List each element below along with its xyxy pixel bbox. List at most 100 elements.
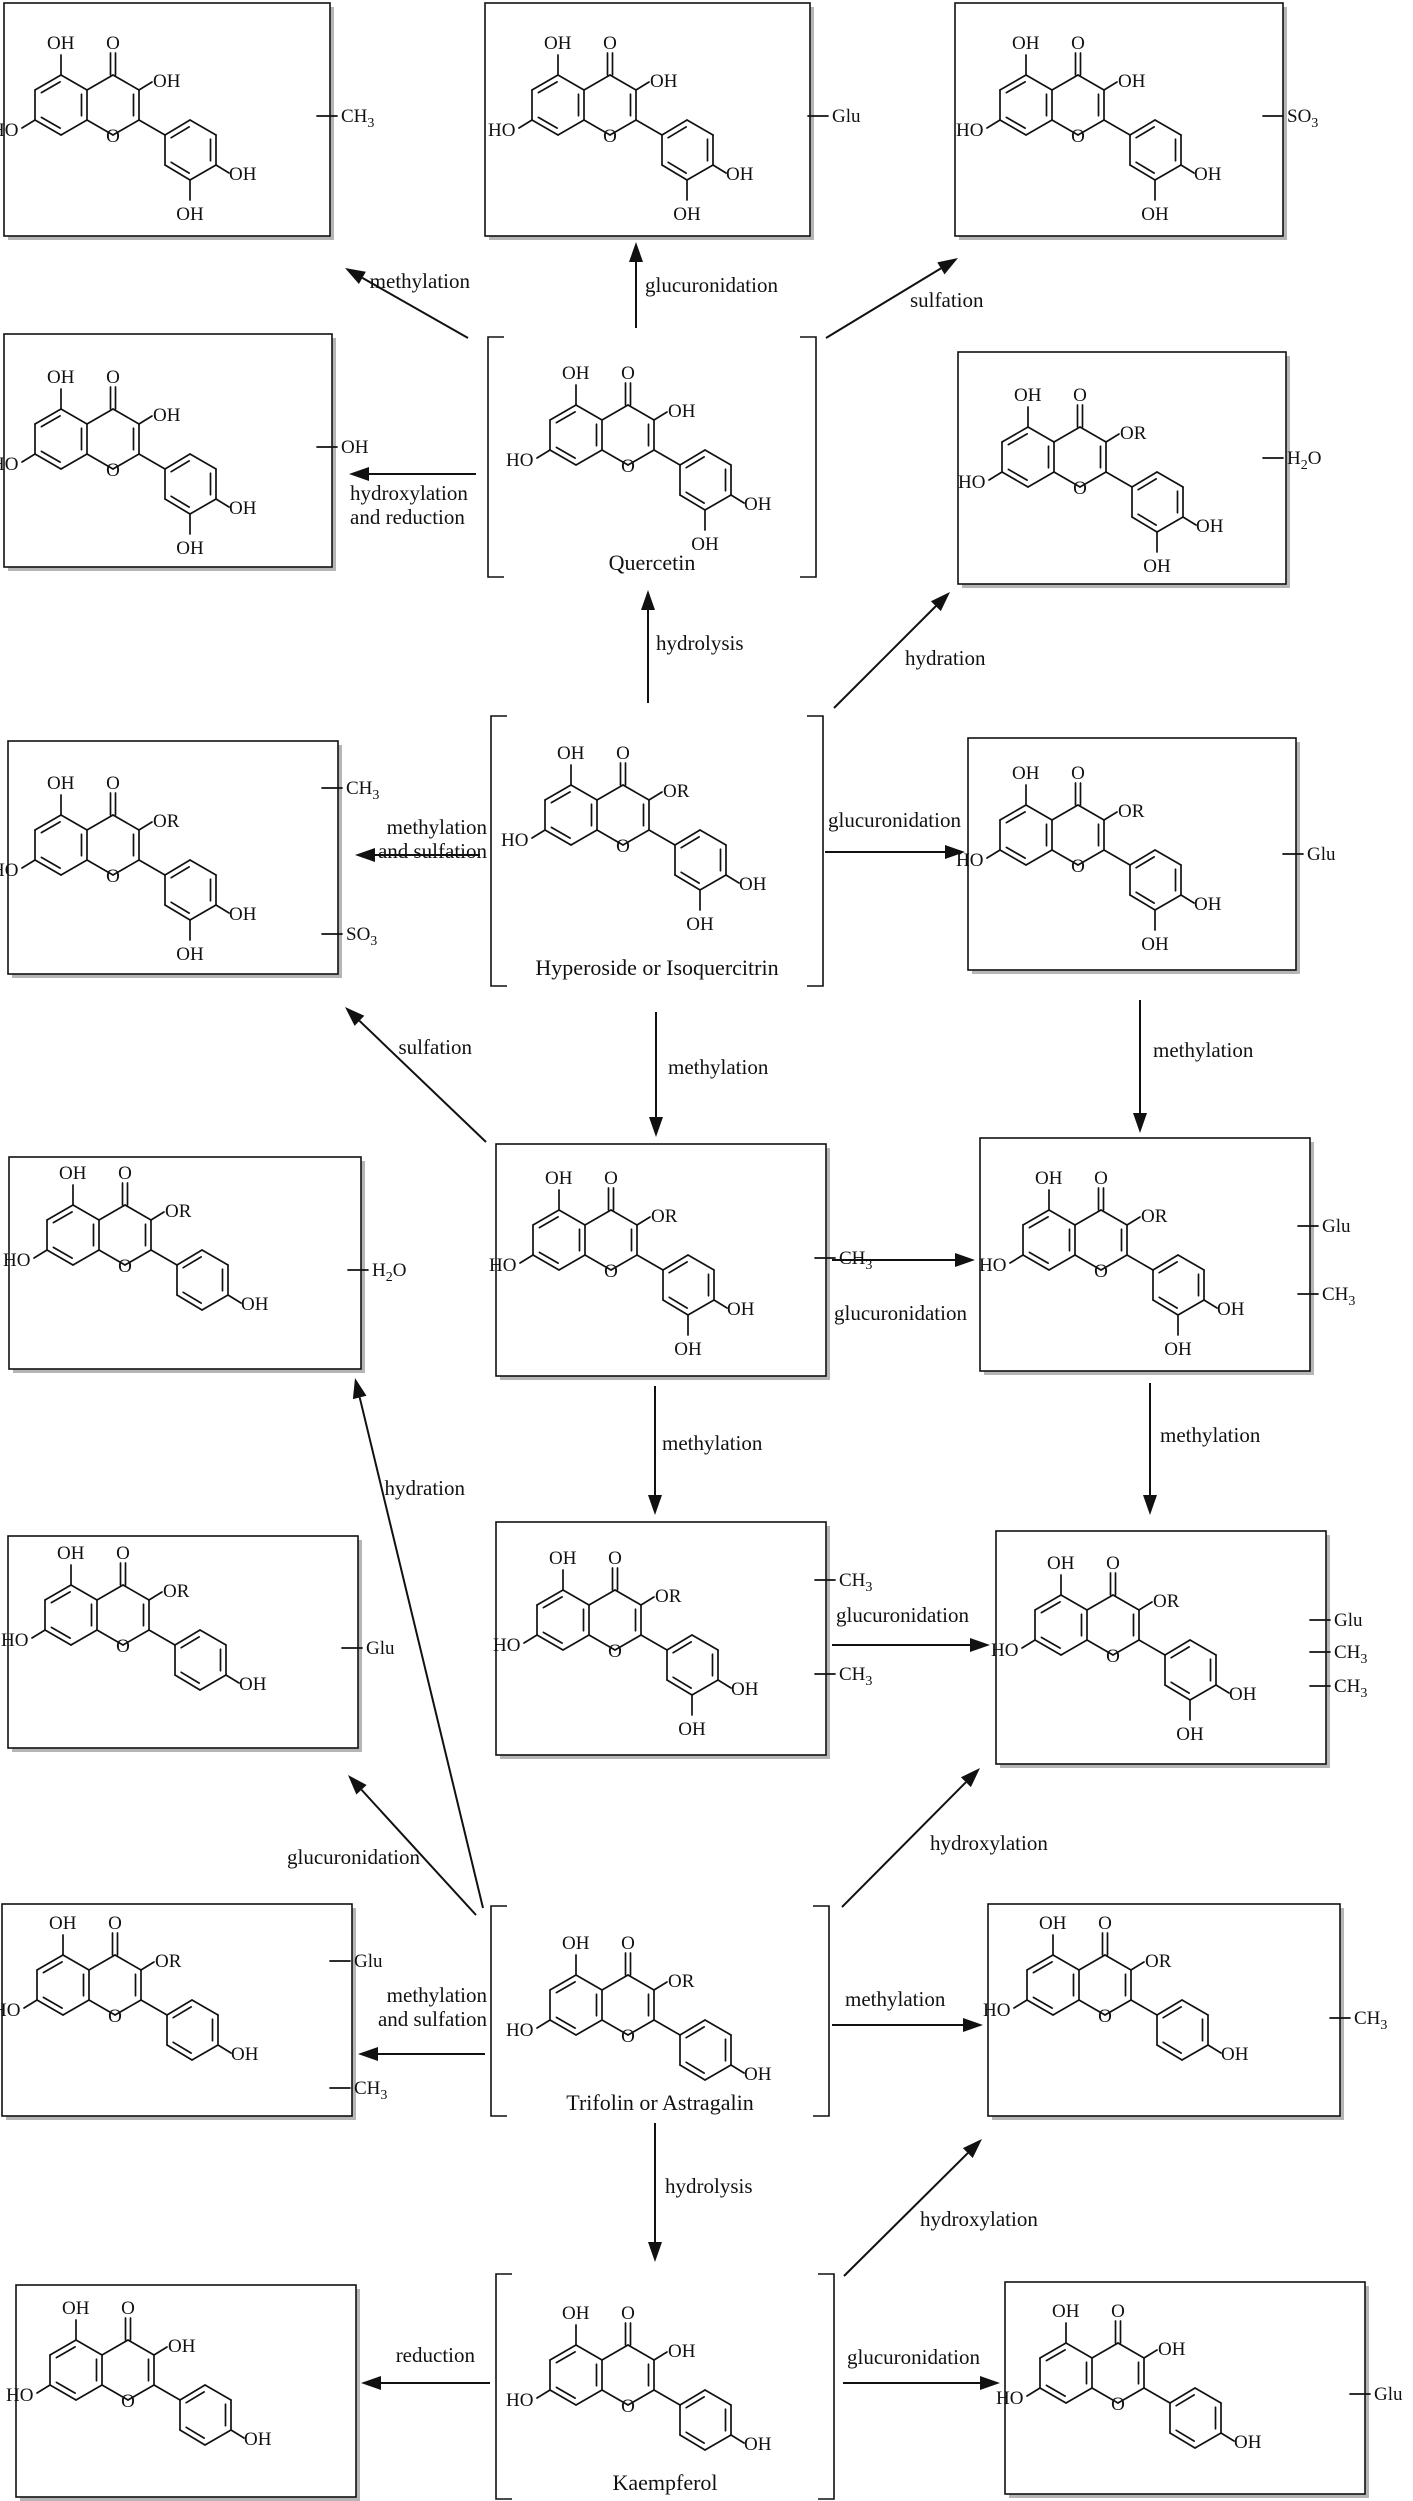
carbonyl-oxygen-label: O [1071,763,1085,784]
carbonyl-oxygen-label: O [1111,2301,1125,2322]
bond [1154,164,1182,181]
bond [112,453,140,470]
bond [1105,433,1120,443]
ring-oxygen-label: O [118,1256,132,1277]
bond [549,2019,577,2036]
arrow-shaft [358,1397,484,1909]
conjugate-group-label: CH3 [839,1664,872,1689]
hydroxy-5-label: OH [1052,2301,1080,2322]
bond [1025,74,1053,91]
double-bond [538,1216,559,1229]
bond [148,1591,163,1601]
bond [1130,1961,1145,1971]
hydroxy-5-label: OH [47,773,75,794]
r3-substituent-label: OR [163,1581,190,1602]
double-bond [668,1261,689,1274]
bond [148,1629,176,1646]
arrow-head [980,2376,1000,2390]
bond [583,119,611,136]
conjugate-group-label: CH3 [839,1248,872,1273]
bond [704,449,732,466]
hydroxy-7-label: HO [958,472,985,493]
bond [557,74,585,91]
bond [1065,2387,1093,2404]
reaction-label: methylation [662,1431,763,1455]
hydroxy-4prime-label: OH [739,874,767,895]
reaction-arrow: methylation [1133,1000,1254,1133]
bond [531,829,546,839]
bond [635,81,650,91]
double-bond [1045,2384,1066,2397]
bond [114,1954,142,1971]
carbonyl-oxygen-label: O [621,2303,635,2324]
bond [549,404,577,421]
bond [1129,849,1156,866]
bond [1039,2342,1067,2359]
arrow-head [361,2376,381,2390]
arrow-head [937,258,958,275]
bond [699,874,727,891]
bond [60,814,88,831]
bond [704,494,732,511]
bond [176,1249,203,1266]
ring-oxygen-label: O [608,1641,622,1662]
hydroxy-7-label: HO [979,1255,1006,1276]
hydroxy-4prime-label: OH [726,164,754,185]
conjugate-group-label: H2O [372,1260,406,1285]
bond [1100,1209,1128,1226]
hydroxy-5-label: OH [562,2303,590,2324]
bond [1048,1254,1076,1271]
double-bond [172,2041,193,2054]
r3-substituent-label: OH [1158,2339,1186,2360]
bond [549,449,577,466]
bond [1009,1254,1024,1264]
hydroxy-5-label: OH [62,2298,90,2319]
r3-substituent-label: OH [1118,71,1146,92]
double-bond [170,901,191,914]
hydroxy-3prime-label: OH [176,204,204,225]
bond [627,2389,655,2406]
arrow-head [945,845,965,859]
bond [622,784,650,801]
hydroxy-4prime-label: OH [1194,894,1222,915]
bond [1112,1639,1140,1656]
bond [1203,1299,1218,1309]
bond [112,814,140,831]
hydroxy-7-label: HO [493,1635,520,1656]
bond [86,119,114,136]
hydroxy-4prime-label: OH [727,1299,755,1320]
ring-oxygen-label: O [621,2026,635,2047]
bond [601,2389,629,2406]
bond [536,2389,551,2399]
bond [1048,1209,1076,1226]
reaction-arrow: hydrolysis [648,2123,753,2262]
hydroxy-7-label: HO [489,1255,516,1276]
bond [686,119,714,136]
double-bond [40,116,61,129]
bond [191,2044,219,2061]
bond [86,814,114,831]
bond [34,453,62,470]
compound-box [995,1530,1327,1765]
bond [679,494,706,511]
bond [627,2019,655,2036]
carbonyl-oxygen-label: O [118,1163,132,1184]
bond [1126,1254,1154,1271]
bond [584,1209,612,1226]
bond [217,2044,232,2054]
bond [1180,894,1195,904]
r3-substituent-label: OH [668,401,696,422]
bond [1143,2349,1158,2359]
bond [648,791,663,801]
bond [1130,1999,1158,2016]
hydroxy-4prime-label: OH [231,2044,259,2065]
bond [1025,849,1053,866]
bond [1189,1639,1217,1656]
bond [1169,2387,1196,2404]
bond [575,2389,603,2406]
bond [34,408,62,425]
bond [531,74,559,91]
ring-oxygen-label: O [1094,1261,1108,1282]
reaction-label: glucuronidation [834,1301,967,1325]
